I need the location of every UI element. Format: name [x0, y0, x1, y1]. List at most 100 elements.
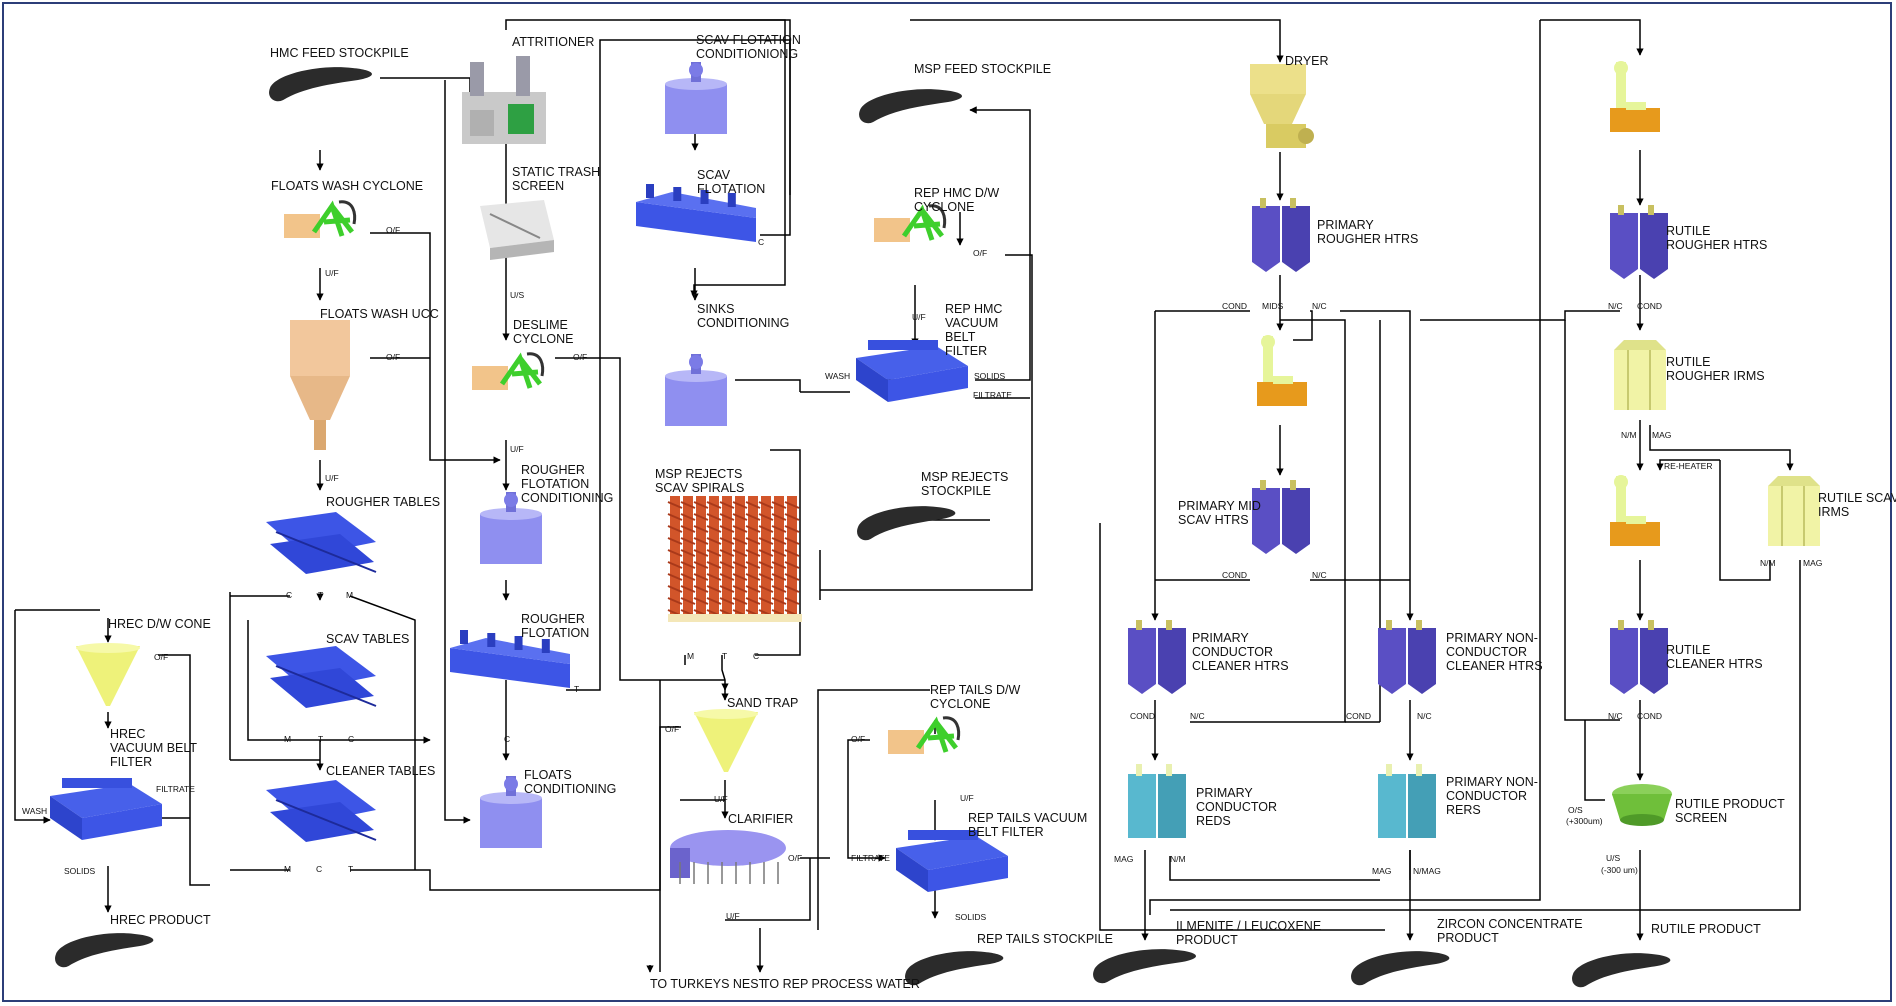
flow-line [755, 449, 801, 656]
stream-label: N/C [1608, 301, 1623, 311]
cone-thickener-icon [76, 643, 140, 706]
flow-line [910, 19, 1284, 63]
static-trash-screen-icon [480, 200, 554, 260]
stream-label: U/F [912, 312, 926, 322]
stream-label: U/S [1606, 853, 1621, 863]
label-to-turkeys-nest: TO TURKEYS NEST [650, 977, 767, 991]
label-cleaner-tables: CLEANER TABLES [326, 764, 436, 778]
flow-line [1190, 319, 1346, 723]
flow-line [1099, 523, 1385, 931]
irms-separator-icon [1768, 476, 1820, 546]
stream-label: T [318, 590, 324, 600]
stream-label: T [692, 292, 698, 302]
stream-label: COND [1637, 301, 1663, 311]
stream-label: O/F [386, 225, 401, 235]
flow-line [659, 726, 681, 972]
magnetic-separator-icon [1610, 61, 1660, 132]
flow-line [1149, 20, 1541, 915]
flow-lines [14, 19, 1801, 973]
stream-label: O/S [1568, 805, 1583, 815]
stockpile-icon [1572, 953, 1671, 988]
stockpile-icon [55, 933, 154, 968]
stream-label: O/F [154, 652, 169, 662]
irms-separator-icon [1614, 340, 1666, 410]
stream-label: T [574, 684, 580, 694]
flow-line [505, 19, 786, 298]
stream-label: T [348, 864, 354, 874]
htrs-separator-icon [1378, 620, 1436, 694]
stream-label: C [753, 651, 760, 661]
flow-line [247, 620, 350, 741]
label-hmc-feed-stockpile: HMC FEED STOCKPILE [270, 46, 409, 60]
stream-label: N/MAG [1413, 866, 1441, 876]
flow-line [1170, 560, 1801, 911]
stream-label: MAG [1114, 854, 1134, 864]
rers-separator-icon [1128, 764, 1186, 838]
tank-icon [480, 492, 542, 564]
vibrating-screen-icon [1612, 784, 1672, 826]
stream-label: MAG [1803, 558, 1823, 568]
flow-line [1584, 720, 1605, 801]
flow-line [158, 654, 210, 886]
flow-line [969, 106, 1031, 381]
label-floats-wash-cyclone: FLOATS WASH CYCLONE [271, 179, 424, 193]
stream-label: WASH [825, 371, 851, 381]
stream-label: U/F [960, 793, 974, 803]
stream-label: (+300um) [1566, 816, 1603, 826]
stream-label: U/F [325, 473, 339, 483]
stream-label: T [722, 651, 728, 661]
flow-line [817, 689, 930, 930]
label-msp-feed-stockpile: MSP FEED STOCKPILE [914, 62, 1052, 76]
attritioner-icon [462, 56, 546, 144]
flow-line [1656, 459, 1720, 471]
flow-line [1293, 310, 1313, 341]
flow-line [1340, 310, 1414, 621]
stream-label: N/C [1608, 711, 1623, 721]
stream-label: RE-HEATER [1664, 461, 1713, 471]
label-clarifier: CLARIFIER [728, 812, 794, 826]
stream-label: MAG [1652, 430, 1672, 440]
flow-line [555, 357, 640, 681]
stream-label: N/C [1190, 711, 1205, 721]
stream-label: O/F [386, 352, 401, 362]
stream-label: O/F [851, 734, 866, 744]
stream-label: (-300 um) [1601, 865, 1638, 875]
stream-label: C [286, 590, 293, 600]
rers-separator-icon [1378, 764, 1436, 838]
htrs-separator-icon [1128, 620, 1186, 694]
stream-label: FILTRATE [973, 390, 1012, 400]
stream-label: COND [1637, 711, 1663, 721]
cyclone-icon [284, 200, 357, 238]
stream-label: O/F [665, 724, 680, 734]
flow-line [1649, 425, 1794, 471]
stream-label: M [687, 651, 695, 661]
label-attritioner: ATTRITIONER [512, 35, 595, 49]
flow-line [349, 595, 416, 870]
stream-label: COND [1130, 711, 1156, 721]
stream-label: N/M [1760, 558, 1776, 568]
stream-label: O/F [788, 853, 803, 863]
stream-label: N/C [1312, 301, 1327, 311]
vacuum-belt-filter-icon [856, 340, 968, 402]
stockpile-icon [269, 67, 373, 102]
stream-label: N/M [1170, 854, 1186, 864]
label-rougher-tables: ROUGHER TABLES [326, 495, 441, 509]
stream-label: MAG [1372, 866, 1392, 876]
stream-label: T [318, 734, 324, 744]
label-scav-tables: SCAV TABLES [326, 632, 410, 646]
